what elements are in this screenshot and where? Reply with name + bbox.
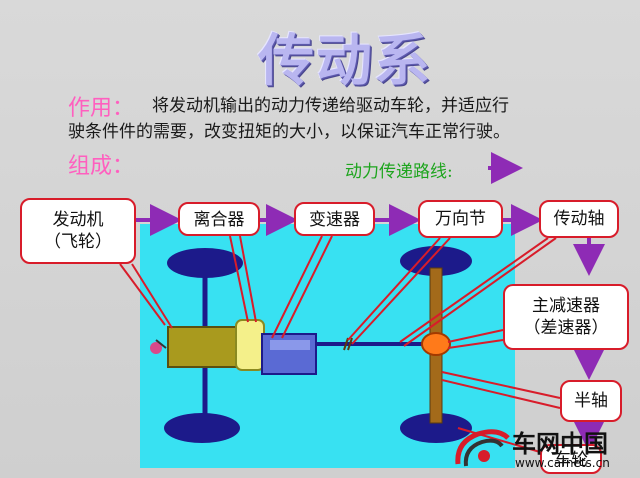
clutch-label: 离合器 <box>193 210 245 230</box>
clutch-box: 离合器 <box>178 202 260 236</box>
universal-joint-box: 万向节 <box>418 200 503 238</box>
wheel-label: 车轮 <box>554 450 588 470</box>
engine-box: 发动机 （飞轮） <box>20 198 136 264</box>
engine-sublabel: （飞轮） <box>44 232 112 252</box>
differential <box>421 332 451 356</box>
carnets-logo-icon <box>455 429 510 467</box>
half-shaft-label: 半轴 <box>574 391 608 411</box>
clutch-housing <box>235 319 265 371</box>
page-title: 传动系 <box>258 28 432 94</box>
composition-label: 组成： <box>68 154 135 179</box>
gearbox-box: 变速器 <box>294 202 375 236</box>
gearbox-label: 变速器 <box>309 210 360 230</box>
left-rear-wheel <box>164 413 240 443</box>
universal-joint-mark <box>343 337 353 351</box>
final-drive-label: 主减速器 <box>532 296 600 316</box>
drive-shaft-box: 传动轴 <box>539 200 619 238</box>
left-front-wheel <box>167 248 243 278</box>
final-drive-sublabel: （差速器） <box>523 318 609 338</box>
route-label: 动力传递路线: <box>345 162 453 182</box>
half-shaft-box: 半轴 <box>560 380 622 422</box>
logo-name: 车网中国 <box>512 430 608 458</box>
engine-pulley <box>150 342 162 354</box>
purpose-label: 作用： <box>68 96 135 121</box>
right-front-wheel <box>400 246 472 276</box>
right-rear-wheel <box>400 413 472 443</box>
logo-url: www.carnets.cn <box>515 456 610 470</box>
universal-joint-label: 万向节 <box>435 209 486 229</box>
final-drive-box: 主减速器 （差速器） <box>503 284 629 350</box>
purpose-text-line1: 将发动机输出的动力传递给驱动车轮，并适应行 <box>152 96 509 116</box>
engine-label: 发动机 <box>52 210 104 230</box>
drive-shaft-label: 传动轴 <box>553 209 605 229</box>
wheel-box: 车轮 <box>540 444 602 474</box>
purpose-text-line2: 驶条件件的需要，改变扭矩的大小，以保证汽车正常行驶。 <box>68 122 510 142</box>
